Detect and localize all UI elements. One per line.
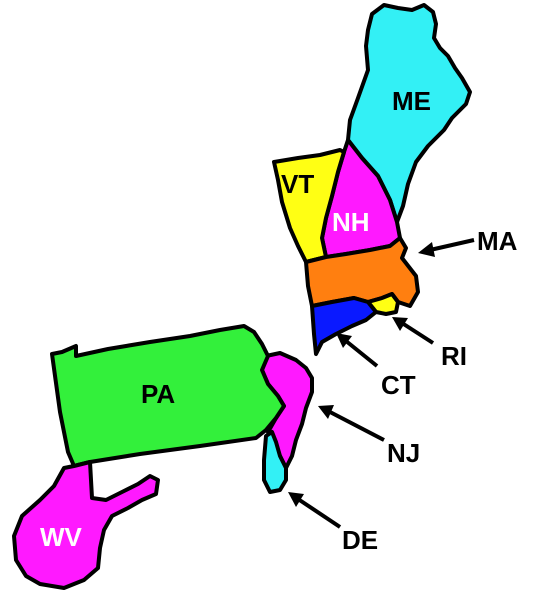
label-de: DE <box>342 525 378 555</box>
state-pa[interactable] <box>50 324 286 468</box>
state-ct[interactable] <box>310 296 378 356</box>
arrow-ct <box>336 333 379 368</box>
label-ma: MA <box>477 226 518 256</box>
label-wv: WV <box>40 522 83 552</box>
arrow-nj <box>318 405 385 442</box>
arrow-de <box>288 492 342 529</box>
label-ct: CT <box>381 370 416 400</box>
label-pa: PA <box>141 379 175 409</box>
label-nh: NH <box>332 207 370 237</box>
label-vt: VT <box>281 169 314 199</box>
state-vt[interactable] <box>272 148 346 264</box>
label-ri: RI <box>441 341 467 371</box>
state-me[interactable] <box>346 3 472 224</box>
label-nj: NJ <box>387 438 420 468</box>
label-me: ME <box>392 86 431 116</box>
arrow-ma <box>418 238 475 257</box>
state-de[interactable] <box>262 430 288 494</box>
state-wv[interactable] <box>12 460 160 590</box>
arrow-ri <box>392 317 435 345</box>
